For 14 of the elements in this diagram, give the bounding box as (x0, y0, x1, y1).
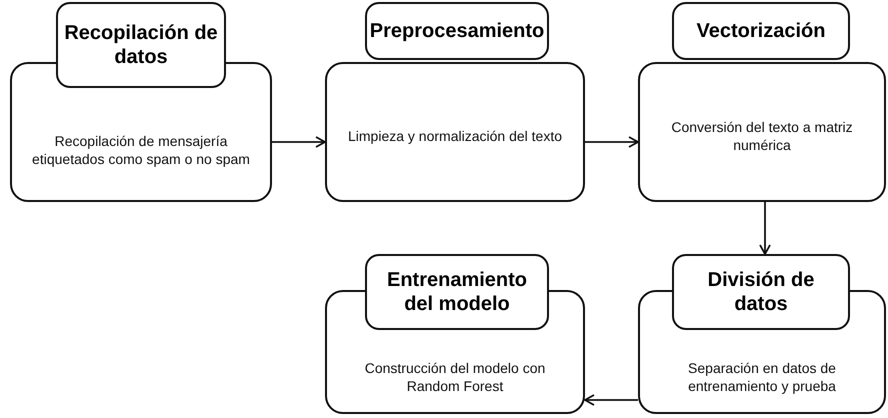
step-description: Conversión del texto a matriz numérica (670, 118, 854, 154)
step-title: Recopilación de datos (56, 2, 226, 88)
step-title: Vectorización (672, 2, 850, 60)
arrow (585, 136, 639, 148)
step-description: Construcción del modelo con Random Forest (364, 358, 546, 396)
arrow (272, 136, 326, 148)
step-description: Recopilación de mensajería etiquetados como spam o no spam (32, 132, 250, 168)
step-description: Separación en datos de entrenamiento y prueba (687, 358, 837, 396)
step-title: Entrenamiento del modelo (365, 254, 549, 330)
arrow (759, 202, 771, 255)
arrow (584, 394, 638, 406)
step-description: Limpieza y normalización del texto (348, 126, 562, 146)
step-title: División de datos (672, 254, 850, 330)
step-title: Preprocesamiento (365, 2, 549, 60)
